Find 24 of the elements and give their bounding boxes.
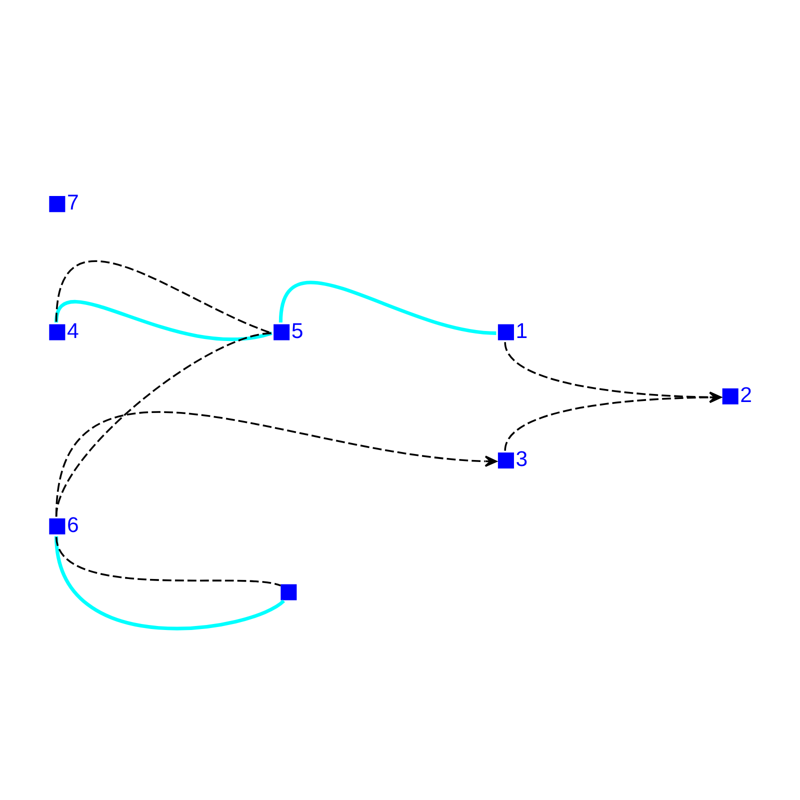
node-label: 4	[66, 318, 79, 343]
node-box	[49, 324, 66, 340]
node-label: 1	[516, 318, 528, 343]
arrow	[55, 411, 498, 517]
node-box	[49, 196, 66, 212]
connector	[55, 332, 272, 517]
arrow	[504, 342, 722, 403]
node-box	[49, 518, 66, 534]
node-label: 6	[66, 512, 79, 537]
node-label: 3	[516, 447, 528, 472]
connector	[54, 300, 272, 341]
node-box	[498, 452, 514, 469]
node-box	[498, 324, 514, 340]
node-label: 2	[740, 382, 752, 407]
connector	[278, 280, 496, 335]
node-label: 7	[66, 190, 79, 215]
node-label: 5	[291, 318, 304, 343]
connector	[55, 260, 272, 334]
node-box	[274, 324, 290, 340]
node-box	[722, 388, 738, 404]
node-box	[280, 584, 297, 600]
arrow	[504, 392, 722, 451]
connector	[54, 536, 285, 630]
connector	[55, 536, 281, 586]
